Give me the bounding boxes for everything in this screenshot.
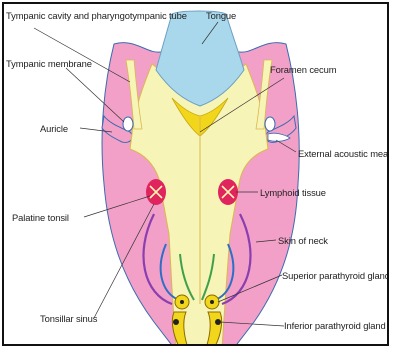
pharynx-diagram [4,4,389,346]
tympanic-membrane-left [123,117,133,131]
label-tympanic-membrane: Tympanic membrane [6,58,92,69]
label-tympanic-cavity: Tympanic cavity and pharyngotympanic tub… [6,10,187,21]
label-foramen-cecum: Foramen cecum [270,64,336,75]
label-lymphoid-tissue: Lymphoid tissue [260,187,326,198]
label-skin-of-neck: Skin of neck [278,235,328,246]
palatine-tonsil-left [146,179,166,205]
label-auricle: Auricle [40,123,68,134]
label-superior-parathyroid-gland: Superior parathyroid gland [282,270,389,281]
label-tongue: Tongue [206,10,236,21]
figure-frame: Tympanic cavity and pharyngotympanic tub… [2,2,389,346]
label-external-acoustic-meatus: External acoustic meat [298,148,389,159]
lymphoid-tissue-right [218,179,238,205]
label-palatine-tonsil: Palatine tonsil [12,212,69,223]
tympanic-membrane-right [265,117,275,131]
label-inferior-parathyroid-gland: Inferior parathyroid gland [284,320,386,331]
label-tonsillar-sinus: Tonsillar sinus [40,313,97,324]
